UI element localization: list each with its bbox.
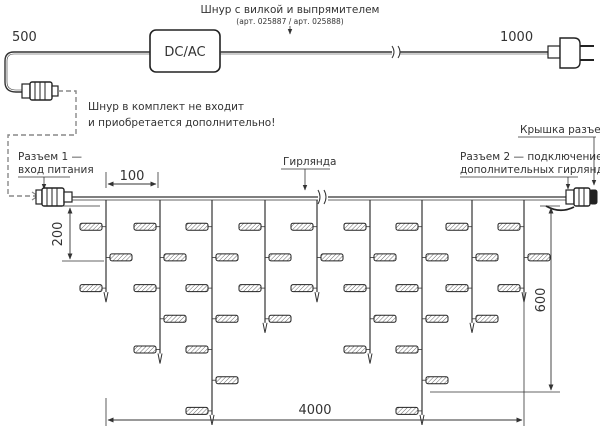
icicle-drop bbox=[395, 200, 449, 425]
first-drop-value: 200 bbox=[51, 222, 66, 247]
led-bulb-icon bbox=[106, 253, 133, 262]
svg-text:Разъем 2 — подключение: Разъем 2 — подключение bbox=[460, 151, 600, 163]
led-bulb-icon bbox=[422, 253, 449, 262]
icicle-drop bbox=[445, 200, 499, 333]
led-bulb-icon bbox=[212, 253, 239, 262]
led-bulb-icon bbox=[79, 222, 106, 231]
adapter-label: DC/AC bbox=[164, 45, 205, 60]
total-length-value: 4000 bbox=[298, 403, 331, 418]
icicle-drop bbox=[185, 200, 239, 425]
led-bulb-icon bbox=[133, 284, 160, 293]
led-bulb-icon bbox=[185, 345, 212, 354]
power-plug-icon bbox=[547, 37, 594, 69]
cord-note: Шнур в комплект не входит и приобретаетс… bbox=[88, 101, 275, 129]
led-bulb-icon bbox=[212, 314, 239, 323]
led-bulb-icon bbox=[395, 284, 422, 293]
led-bulb-icon bbox=[395, 406, 422, 415]
led-bulb-icon bbox=[238, 222, 265, 231]
cord-articles: (арт. 025887 / арт. 025888) bbox=[236, 17, 343, 26]
icicle-drop bbox=[238, 200, 292, 333]
led-bulb-icon bbox=[422, 314, 449, 323]
led-bulb-icon bbox=[343, 284, 370, 293]
led-bulb-icon bbox=[343, 222, 370, 231]
icicle-drop bbox=[79, 200, 133, 303]
led-bulb-icon bbox=[524, 253, 551, 262]
spacing-value: 100 bbox=[120, 169, 145, 184]
max-drop-dimension: 600 bbox=[430, 205, 560, 393]
icicle-drop bbox=[290, 200, 344, 303]
garland-main-wire bbox=[72, 189, 568, 205]
max-drop-value: 600 bbox=[534, 288, 549, 313]
led-bulb-icon bbox=[370, 314, 397, 323]
led-bulb-icon bbox=[290, 222, 317, 231]
led-bulb-icon bbox=[185, 222, 212, 231]
led-bulb-icon bbox=[445, 284, 472, 293]
led-bulb-icon bbox=[472, 314, 499, 323]
led-bulb-icon bbox=[395, 222, 422, 231]
led-bulb-icon bbox=[160, 314, 187, 323]
led-bulb-icon bbox=[317, 253, 344, 262]
led-bulb-icon bbox=[497, 222, 524, 231]
connector-1-icon bbox=[35, 187, 73, 207]
led-bulb-icon bbox=[212, 376, 239, 385]
first-drop-dimension: 200 bbox=[51, 205, 104, 262]
connector-cap-label: Крышка разъема bbox=[518, 124, 600, 186]
led-bulb-icon bbox=[185, 284, 212, 293]
note-line-2: и приобретается дополнительно! bbox=[88, 117, 275, 129]
power-cord: Шнур с вилкой и выпрямителем (арт. 02588… bbox=[4, 4, 594, 101]
led-bulb-icon bbox=[185, 406, 212, 415]
svg-text:Крышка разъема: Крышка разъема bbox=[520, 124, 600, 136]
led-bulb-icon bbox=[472, 253, 499, 262]
led-bulb-icon bbox=[370, 253, 397, 262]
led-bulb-icon bbox=[79, 284, 106, 293]
led-bulb-icon bbox=[133, 222, 160, 231]
led-bulb-icon bbox=[290, 284, 317, 293]
cord-length-right: 1000 bbox=[500, 30, 533, 45]
cord-title: Шнур с вилкой и выпрямителем bbox=[201, 4, 380, 16]
led-bulb-icon bbox=[343, 345, 370, 354]
total-length-dimension: 4000 bbox=[105, 286, 525, 426]
cord-length-left: 500 bbox=[12, 30, 37, 45]
note-line-1: Шнур в комплект не входит bbox=[88, 101, 244, 113]
cord-connector-icon bbox=[21, 81, 59, 101]
icicle-drops bbox=[79, 200, 551, 425]
led-bulb-icon bbox=[265, 253, 292, 262]
dashed-connection-line bbox=[7, 90, 77, 197]
icicle-drop bbox=[497, 200, 551, 303]
connector-2-icon bbox=[545, 187, 598, 212]
svg-text:вход питания: вход питания bbox=[18, 164, 94, 176]
icicle-drop bbox=[133, 200, 187, 364]
led-bulb-icon bbox=[497, 284, 524, 293]
led-bulb-icon bbox=[160, 253, 187, 262]
led-bulb-icon bbox=[395, 345, 422, 354]
connector-1-label: Разъем 1 — вход питания bbox=[18, 151, 94, 190]
led-bulb-icon bbox=[422, 376, 449, 385]
led-bulb-icon bbox=[445, 222, 472, 231]
svg-text:Разъем 1 —: Разъем 1 — bbox=[18, 151, 82, 163]
led-bulb-icon bbox=[133, 345, 160, 354]
connector-2-label: Разъем 2 — подключение дополнительных ги… bbox=[460, 151, 600, 190]
svg-text:Гирлянда: Гирлянда bbox=[283, 156, 336, 168]
svg-text:дополнительных гирлянд: дополнительных гирлянд bbox=[460, 164, 600, 176]
led-bulb-icon bbox=[265, 314, 292, 323]
spacing-dimension: 100 bbox=[105, 169, 159, 188]
dc-ac-adapter-box bbox=[149, 29, 221, 73]
icicle-drop bbox=[343, 200, 397, 364]
led-bulb-icon bbox=[238, 284, 265, 293]
garland-label: Гирлянда bbox=[281, 156, 336, 191]
